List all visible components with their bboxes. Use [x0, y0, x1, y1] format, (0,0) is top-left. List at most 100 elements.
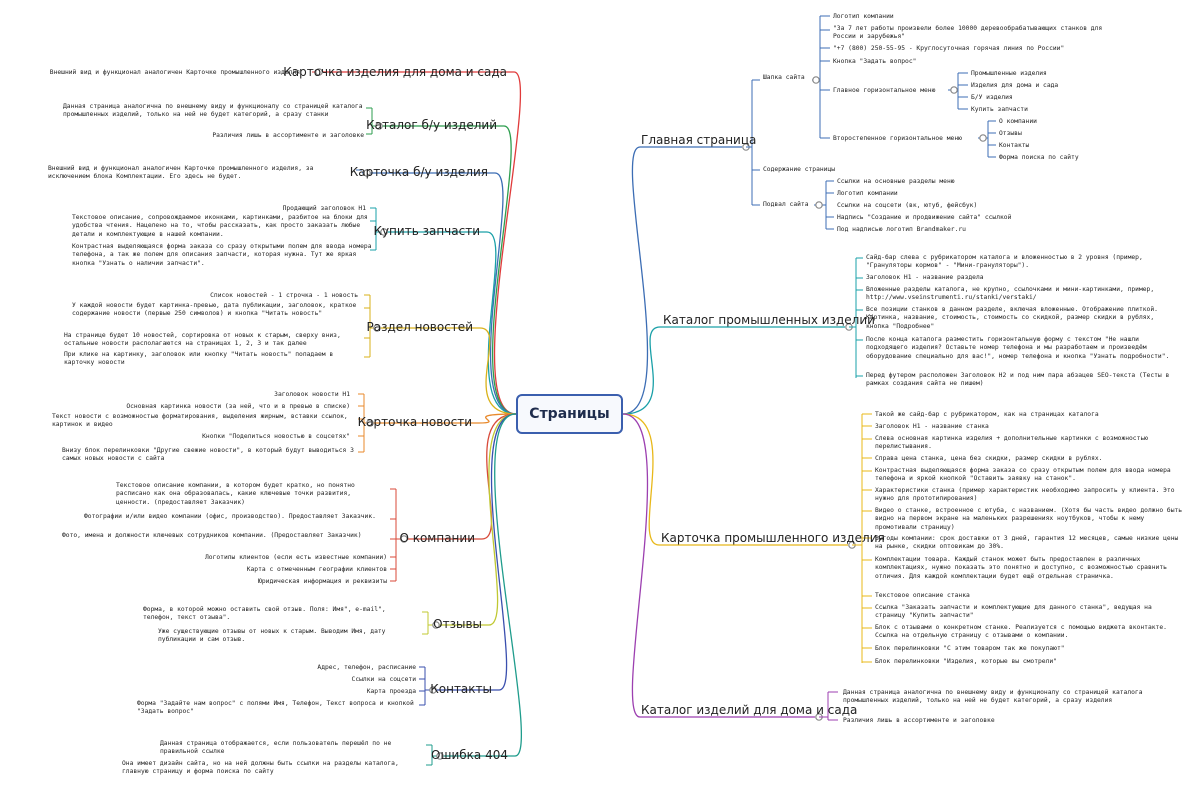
- r3-leaf-2: Слева основная картинка изделия + дополн…: [875, 435, 1148, 451]
- branch-l8[interactable]: Отзывы: [433, 617, 482, 631]
- r3-bracket: [852, 413, 872, 663]
- r3-leaf-9: Текстовое описание станка: [875, 592, 970, 599]
- toggle-footer: [815, 201, 823, 209]
- header-item-5: Второстепенное горизонтальное меню: [833, 135, 962, 142]
- footer-item-2: Ссылки на соцсети (вк, ютуб, фейсбук): [837, 202, 978, 209]
- leaf-l7-1: Фотографии и/или видео компании (офис, п…: [84, 513, 376, 520]
- r4-leaf-0: Данная страница аналогична по внешнему в…: [843, 689, 1143, 705]
- group-footer: Подвал сайта: [763, 201, 809, 208]
- main-menu-sub-2: Б/У изделия: [971, 94, 1013, 101]
- connector-l7: [481, 413, 517, 540]
- leaf-l9-3: Форма "Задайте нам вопрос" с полями Имя,…: [137, 700, 414, 716]
- connector-l4: [486, 231, 517, 415]
- connector-l1: [493, 71, 522, 415]
- second-menu-sub-1: Отзывы: [999, 130, 1022, 137]
- leaf-l10-1: Она имеет дизайн сайта, но на ней должны…: [122, 760, 399, 776]
- leaf-l7-2: Фото, имена и должности ключевых сотрудн…: [62, 532, 362, 539]
- branch-l4[interactable]: Купить запчасти: [373, 224, 480, 238]
- branch-l6[interactable]: Карточка новости: [357, 415, 472, 429]
- toggle-l4: [380, 228, 388, 236]
- connector-r2: [622, 326, 661, 415]
- leaf-l10-0: Данная страница отображается, если польз…: [160, 740, 392, 756]
- leaf-l5-2: На странице будет 10 новостей, сортировк…: [64, 332, 341, 348]
- root-node[interactable]: Страницы: [516, 394, 623, 434]
- r3-leaf-8: Комплектации товара. Каждый станок может…: [875, 556, 1167, 580]
- leaf-l7-0: Текстовое описание компании, в котором б…: [116, 482, 355, 506]
- main-menu-sub-1: Изделия для дома и сада: [971, 82, 1059, 89]
- r2-leaf-3: Все позиции станков в данном разделе, вк…: [866, 306, 1158, 330]
- footer-item-3: Надпись "Создание и продвижение сайта" с…: [837, 214, 1012, 221]
- header-item-1: "За 7 лет работы произвели более 10000 д…: [833, 25, 1103, 41]
- r2-leaf-1: Заголовок H1 - название раздела: [866, 274, 984, 281]
- branch-l2[interactable]: Каталог б/у изделий: [366, 118, 497, 132]
- branch-l10[interactable]: Ошибка 404: [431, 748, 508, 762]
- leaf-l5-3: При клике на картинку, заголовок или кно…: [64, 351, 334, 367]
- main-menu-sub-0: Промышленные изделия: [971, 70, 1047, 77]
- r3-leaf-11: Блок с отзывами о конкретном станке. Реа…: [875, 624, 1167, 640]
- connector-r3: [622, 413, 660, 546]
- r3-leaf-4: Контрастная выделяющаяся форма заказа со…: [875, 467, 1171, 483]
- branch-l5[interactable]: Раздел новостей: [366, 320, 473, 334]
- r4-bracket: [819, 691, 838, 721]
- r2-leaf-5: Перед футером расположен Заголовок H2 и …: [866, 372, 1170, 388]
- toggle-l6: [366, 419, 374, 427]
- footer-item-0: Ссылки на основные разделы меню: [837, 178, 955, 185]
- leaf-l5-0: Список новостей - 1 строчка - 1 новость: [210, 292, 358, 299]
- branch-r3[interactable]: Карточка промышленного изделия: [661, 531, 885, 545]
- branch-l1[interactable]: Карточка изделия для дома и сада: [283, 65, 507, 79]
- toggle-header: [812, 76, 820, 84]
- toggle-l9: [429, 686, 437, 694]
- header-item-4: Главное горизонтальное меню: [833, 87, 936, 94]
- footer-item-1: Логотип компании: [837, 190, 898, 197]
- branch-l3[interactable]: Карточка б/у изделия: [349, 165, 488, 179]
- leaf-l7-4: Карта с отмеченным географии клиентов: [246, 566, 387, 573]
- leaf-l6-0: Заголовок новости H1: [274, 391, 350, 398]
- header-item-2: "+7 (800) 250-55-95 - Круглосуточная гор…: [833, 45, 1065, 52]
- branch-r4[interactable]: Каталог изделий для дома и сада: [641, 703, 858, 717]
- r4-leaf-1: Различия лишь в ассортименте и заголовке: [843, 717, 995, 724]
- r3-leaf-0: Такой же сайд-бар с рубрикатором, как на…: [875, 411, 1099, 418]
- leaf-l7-5: Юридическая информация и реквизиты: [258, 578, 387, 585]
- toggle-l7: [400, 535, 408, 543]
- group-content: Содержание страницы: [763, 166, 836, 173]
- connector-l6: [478, 413, 517, 424]
- connector-l8: [488, 413, 517, 626]
- r3-leaf-6: Видео о станке, встроенное с ютуба, с на…: [875, 507, 1183, 531]
- r3-leaf-5: Характеристики станка (пример характерис…: [875, 487, 1175, 503]
- r3-leaf-3: Справа цена станка, цена без скидки, раз…: [875, 455, 1103, 462]
- connector-l2: [491, 125, 517, 415]
- r2-leaf-2: Вложенные разделы каталога, не крупно, с…: [866, 286, 1155, 302]
- branch-r1[interactable]: Главная страница: [641, 133, 757, 147]
- header-item-3: Кнопка "Задать вопрос": [833, 58, 917, 65]
- branch-r2[interactable]: Каталог промышленных изделий: [663, 313, 875, 327]
- leaf-l8-0: Форма, в которой можно оставить свой отз…: [143, 606, 386, 622]
- main-menu-sub-3: Купить запчасти: [971, 106, 1028, 113]
- toggle-l10: [436, 752, 444, 760]
- r1-groups: [746, 79, 760, 206]
- toggle-l5: [373, 324, 381, 332]
- toggle-second-menu: [979, 134, 987, 142]
- toggle-l2: [375, 122, 383, 130]
- second-menu-sub-0: О компании: [999, 118, 1037, 125]
- branch-l7[interactable]: О компании: [399, 531, 475, 545]
- connector-l10: [494, 413, 522, 757]
- toggle-l8: [432, 621, 440, 629]
- leaf-l4-0: Продающий заголовок H1: [282, 205, 366, 212]
- second-menu-sub-2: Контакты: [999, 142, 1030, 149]
- leaf-l8-1: Уже существующие отзывы от новых к стары…: [158, 628, 386, 644]
- branch-l9[interactable]: Контакты: [430, 682, 492, 696]
- connector-l9: [490, 413, 517, 691]
- r3-leaf-13: Блок перелинковки "Изделия, которые вы с…: [875, 658, 1057, 665]
- r3-leaf-12: Блок перелинковки "С этим товаром так же…: [875, 645, 1065, 652]
- leaf-l1-0: Внешний вид и функционал аналогичен Карт…: [49, 69, 300, 76]
- leaf-l6-1: Основная картинка новости (за ней, что и…: [126, 403, 350, 410]
- leaf-l5-1: У каждой новости будет картинка-превью, …: [72, 302, 357, 318]
- leaf-l6-4: Внизу блок перелинковки "Другие свежие н…: [62, 447, 354, 463]
- connector-r4: [622, 413, 649, 718]
- toggle-main-menu: [950, 86, 958, 94]
- leaf-l4-1: Текстовое описание, сопровождаемое иконк…: [72, 214, 368, 238]
- second-menu-sub-3: Форма поиска по сайту: [999, 154, 1079, 161]
- leaf-l4-2: Контрастная выделяющаяся форма заказа со…: [72, 243, 372, 267]
- r3-leaf-10: Ссылка "Заказать запчасти и комплектующи…: [875, 604, 1152, 620]
